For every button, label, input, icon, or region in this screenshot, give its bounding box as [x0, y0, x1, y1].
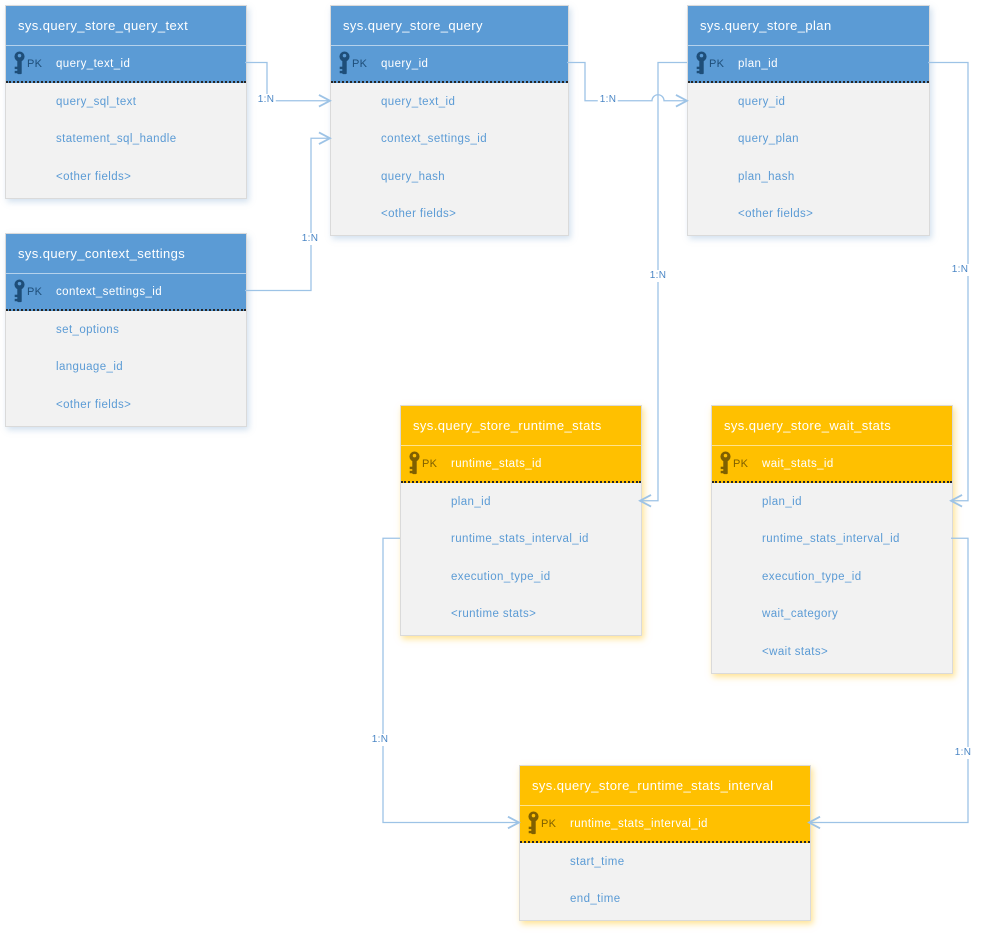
entity-title: sys.query_store_query_text [6, 6, 246, 46]
field-row: start_time [570, 855, 625, 868]
entity-title: sys.query_store_query [331, 6, 568, 46]
field-row: language_id [56, 361, 124, 374]
cardinality-label: 1:N [647, 270, 669, 282]
field-row: context_settings_id [381, 133, 488, 146]
primary-key-icon [696, 51, 707, 75]
primary-key-row: PK runtime_stats_id [401, 446, 641, 483]
field-row: plan_hash [738, 170, 795, 183]
cardinality-label: 1:N [949, 264, 971, 276]
pk-field-name: runtime_stats_id [451, 457, 542, 470]
pk-field-name: wait_stats_id [762, 457, 834, 470]
field-row: execution_type_id [762, 570, 862, 583]
field-row: query_text_id [381, 95, 456, 108]
primary-key-icon [14, 279, 25, 303]
field-row: runtime_stats_interval_id [762, 533, 900, 546]
primary-key-row: PK query_id [331, 46, 568, 83]
pk-field-name: runtime_stats_interval_id [570, 817, 708, 830]
field-row: plan_id [451, 495, 491, 508]
field-row: query_sql_text [56, 95, 137, 108]
pk-label: PK [27, 57, 43, 70]
field-row: <other fields> [56, 170, 132, 183]
entity-field-list: query_id query_plan plan_hash <other fields… [688, 83, 929, 235]
cardinality-label: 1:N [597, 94, 619, 106]
field-row: query_plan [738, 133, 799, 146]
primary-key-icon [14, 51, 25, 75]
primary-key-row: PK runtime_stats_interval_id [520, 806, 810, 843]
pk-label: PK [541, 817, 557, 830]
pk-field-name: plan_id [738, 57, 778, 70]
cardinality-label: 1:N [255, 94, 277, 106]
field-row: query_hash [381, 170, 446, 183]
pk-label: PK [422, 457, 438, 470]
entity-field-list: query_text_id context_settings_id query_ha… [331, 83, 568, 235]
field-row: runtime_stats_interval_id [451, 533, 589, 546]
pk-field-name: context_settings_id [56, 285, 163, 298]
field-row: <runtime stats> [451, 608, 537, 621]
primary-key-icon [339, 51, 350, 75]
pk-label: PK [709, 57, 725, 70]
cardinality-label: 1:N [299, 233, 321, 245]
field-row: <other fields> [56, 398, 132, 411]
field-row: <other fields> [738, 208, 814, 221]
entity-title: sys.query_store_plan [688, 6, 929, 46]
field-row: <other fields> [381, 208, 457, 221]
pk-label: PK [27, 285, 43, 298]
cardinality-label: 1:N [369, 734, 391, 746]
entity-field-list: query_sql_text statement_sql_handle <other… [6, 83, 246, 198]
field-row: query_id [738, 95, 786, 108]
entity-title: sys.query_store_runtime_stats_interval [520, 766, 810, 806]
entity-title: sys.query_context_settings [6, 234, 246, 274]
field-row: plan_id [762, 495, 802, 508]
field-row: set_options [56, 323, 120, 336]
entity-field-list: start_time end_time [520, 843, 810, 920]
entity-field-list: set_options language_id <other fields> [6, 311, 246, 426]
relationship-connector-context-settings-to-query [245, 131, 332, 292]
primary-key-row: PK plan_id [688, 46, 929, 83]
primary-key-icon [720, 451, 731, 475]
primary-key-row: PK wait_stats_id [712, 446, 952, 483]
field-row: statement_sql_handle [56, 133, 177, 146]
field-row: end_time [570, 893, 621, 906]
field-row: execution_type_id [451, 570, 551, 583]
field-row: <wait stats> [762, 645, 829, 658]
pk-label: PK [733, 457, 749, 470]
pk-label: PK [352, 57, 368, 70]
field-row: wait_category [762, 608, 839, 621]
cardinality-label: 1:N [952, 747, 974, 759]
entity-title: sys.query_store_wait_stats [712, 406, 952, 446]
primary-key-icon [528, 811, 539, 835]
entity-field-list: plan_id runtime_stats_interval_id executio… [401, 483, 641, 635]
pk-field-name: query_id [381, 57, 429, 70]
entity-field-list: plan_id runtime_stats_interval_id executio… [712, 483, 952, 673]
primary-key-icon [409, 451, 420, 475]
pk-field-name: query_text_id [56, 57, 131, 70]
relationship-connector-query-to-plan [567, 61, 689, 108]
primary-key-row: PK query_text_id [6, 46, 246, 83]
entity-title: sys.query_store_runtime_stats [401, 406, 641, 446]
primary-key-row: PK context_settings_id [6, 274, 246, 311]
